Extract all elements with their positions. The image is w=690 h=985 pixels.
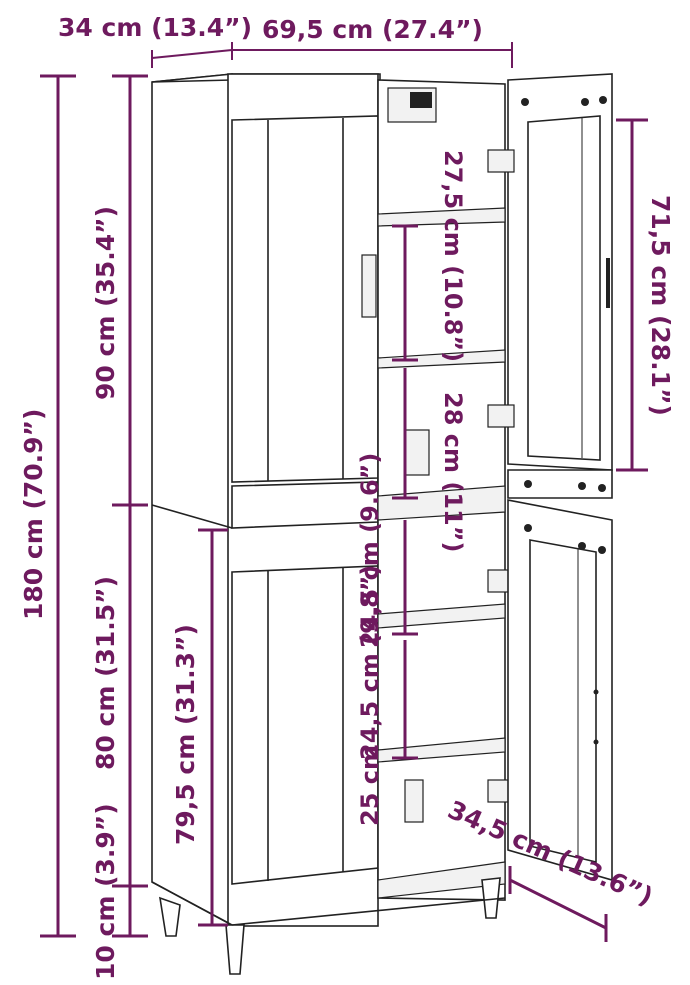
label-depth-top: 34 cm (13.4”): [58, 13, 252, 42]
label-lower-compartment-mid: 24,5 cm (9.8”): [356, 565, 384, 760]
bracket: [404, 779, 424, 823]
lower-right-door: [507, 499, 613, 882]
shelf: [377, 737, 506, 763]
label-width-top: 69,5 cm (27.4”): [262, 15, 483, 44]
label-lower-compartment-top: 24,5 cm (9.6”): [356, 453, 384, 648]
label-middle-shelf-gap: 28 cm (11”): [439, 392, 467, 552]
shelf: [377, 603, 506, 629]
label-lower-height: 80 cm (31.5”): [91, 576, 120, 770]
upper-right-door: [507, 73, 613, 471]
shelf: [377, 207, 506, 227]
cabinet-interior: [377, 79, 506, 901]
door-handle: [361, 254, 377, 318]
cabinet-floor: [377, 861, 506, 899]
label-lower-compartment-bottom: 25 cm: [356, 745, 384, 826]
label-lower-door-height: 79,5 cm (31.3”): [171, 624, 200, 845]
bracket: [404, 429, 430, 476]
upper-left-door: [231, 115, 379, 483]
shelf: [377, 349, 506, 369]
dimension-labels: 34 cm (13.4”) 69,5 cm (27.4”) 180 cm (70…: [19, 13, 675, 980]
dimension-lines: [40, 42, 648, 942]
label-leg-height: 10 cm (3.9”): [91, 803, 120, 980]
cabinet-drawing: [151, 73, 613, 975]
cabinet-legs: [151, 877, 506, 975]
door-crossbar: [507, 469, 613, 499]
label-upper-height: 90 cm (35.4”): [91, 206, 120, 400]
label-upper-door-height: 71,5 cm (28.1”): [646, 195, 675, 416]
shelf: [377, 485, 506, 521]
label-total-height: 180 cm (70.9”): [19, 409, 48, 620]
label-upper-shelf-gap: 27,5 cm (10.8”): [439, 150, 467, 362]
